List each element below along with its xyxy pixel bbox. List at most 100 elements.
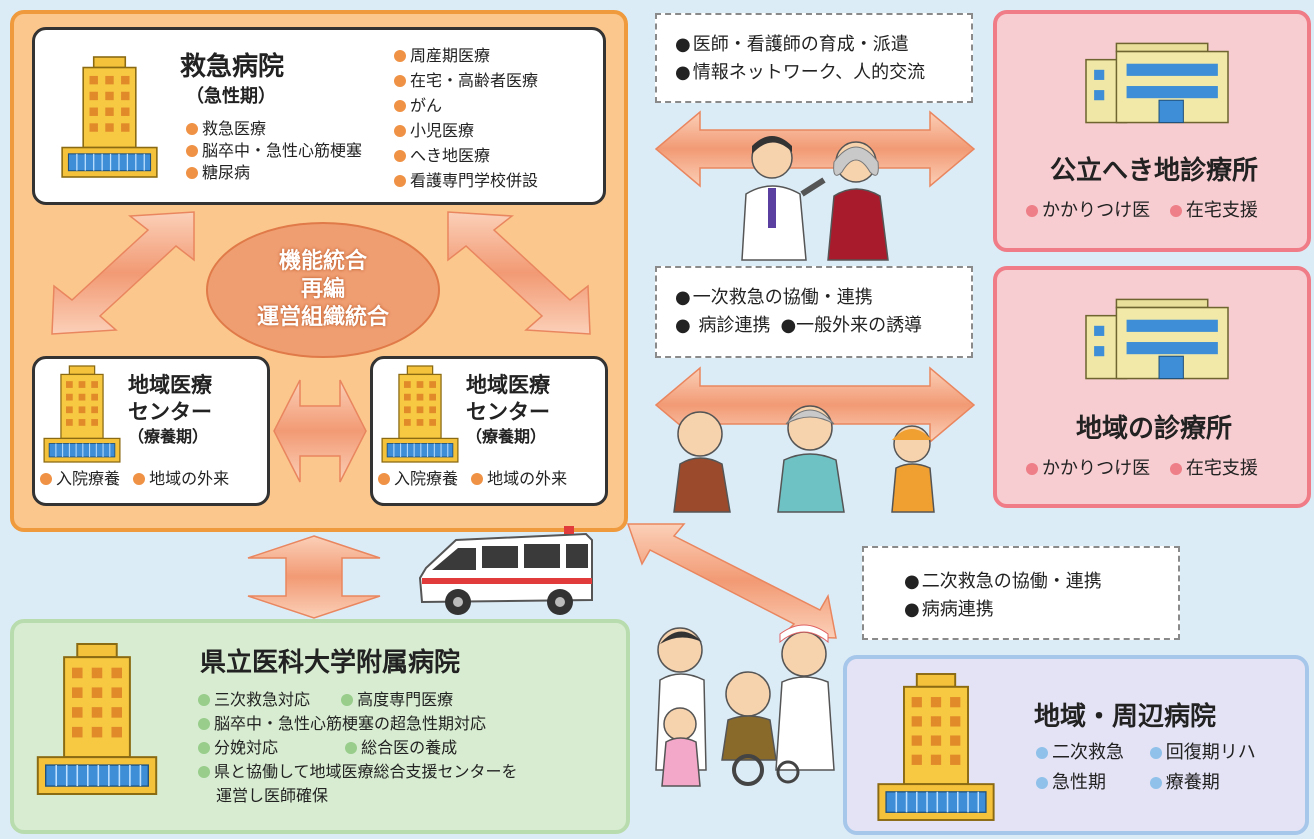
note-item: 病診連携 — [698, 315, 771, 336]
regional-center-left-tower-icon — [43, 365, 121, 463]
bullet-icon — [394, 125, 406, 137]
emergency-left-list: 救急医療 脳卒中・急性心筋梗塞 糖尿病 — [186, 118, 362, 184]
bullet-icon — [186, 145, 198, 157]
university-tower-icon — [36, 643, 158, 795]
regional-center-left-title: 地域医療 センター （療養期） — [128, 372, 212, 448]
regional-center-right-items: 入院療養 地域の外来 — [378, 468, 567, 490]
list-item: 入院療養 — [56, 469, 121, 488]
bullet-icon — [1026, 463, 1038, 475]
note-secondary-emergency: 二次救急の協働・連携 病病連携 — [862, 546, 1180, 640]
bullet-icon — [471, 473, 484, 485]
peripheral-hospital-tower-icon — [877, 673, 995, 821]
bullet-icon — [1149, 747, 1162, 759]
list-item: 県と協働して地域医療総合支援センターを — [214, 762, 518, 781]
bullet-icon — [394, 175, 406, 187]
peripheral-hospital-title: 地域・周辺病院 — [1034, 702, 1217, 732]
list-item: 小児医療 — [410, 121, 475, 140]
emergency-right-list: 周産期医療 在宅・高齢者医療 がん 小児医療 へき地医療 看護専門学校併設 — [394, 43, 538, 193]
note-line: 医師・看護師の育成・派遣 — [675, 31, 971, 59]
list-item: 二次救急 — [1052, 742, 1124, 763]
emergency-hospital-subtitle: （急性期） — [186, 86, 276, 107]
public-clinic-title: 公立へき地診療所 — [1049, 156, 1258, 186]
list-item: かかりつけ医 — [1042, 458, 1151, 479]
title-line: 地域医療 — [466, 373, 550, 397]
note-line: 病病連携 — [904, 596, 1178, 624]
elderly-people-illustration — [673, 405, 935, 513]
bullet-icon — [1169, 205, 1182, 217]
list-item: 地域の外来 — [487, 469, 568, 488]
bullet-icon — [186, 167, 198, 179]
list-item: 脳卒中・急性心筋梗塞の超急性期対応 — [214, 714, 487, 733]
bullet-icon — [1036, 747, 1048, 759]
bullet-icon — [394, 100, 406, 112]
family-illustration — [655, 624, 835, 787]
bullet-icon — [186, 123, 198, 135]
bullet-icon — [345, 742, 358, 754]
local-clinic-building-icon — [1085, 298, 1229, 380]
ellipse-line-2: 再編 — [300, 277, 345, 302]
list-item: 脳卒中・急性心筋梗塞 — [202, 141, 363, 160]
bullet-icon — [394, 150, 406, 162]
list-item: 回復期リハ — [1165, 742, 1256, 763]
bullet-icon — [198, 742, 210, 754]
list-item: がん — [410, 96, 443, 115]
regional-center-left-items: 入院療養 地域の外来 — [40, 468, 229, 490]
bullet-icon — [198, 766, 210, 778]
list-item: 周産期医療 — [410, 46, 491, 65]
list-item: 総合医の養成 — [361, 738, 458, 757]
local-clinic-items: かかりつけ医 在宅支援 — [1026, 458, 1258, 480]
note-training: 医師・看護師の育成・派遣 情報ネットワーク、人的交流 — [655, 13, 973, 103]
title-line: センター — [128, 400, 212, 424]
list-item: 地域の外来 — [149, 469, 230, 488]
note-line: 二次救急の協働・連携 — [904, 568, 1178, 596]
list-item: 看護専門学校併設 — [410, 171, 539, 190]
bullet-icon — [1036, 777, 1048, 789]
list-item: 入院療養 — [394, 469, 459, 488]
bullet-icon — [133, 473, 146, 485]
list-item: へき地医療 — [410, 146, 491, 165]
public-clinic-building-icon — [1085, 42, 1229, 124]
local-clinic-title: 地域の診療所 — [1075, 414, 1232, 444]
bullet-icon — [341, 694, 354, 706]
university-title: 県立医科大学附属病院 — [200, 648, 461, 678]
bullet-icon — [394, 75, 406, 87]
bullet-icon — [1149, 777, 1162, 789]
list-item: 在宅支援 — [1185, 458, 1258, 479]
emergency-hospital-title: 救急病院 — [180, 52, 285, 82]
list-item: 救急医療 — [202, 119, 267, 138]
bullet-icon — [1169, 463, 1182, 475]
regional-center-right-tower-icon — [381, 365, 459, 463]
university-list: 三次救急対応 高度専門医療 脳卒中・急性心筋梗塞の超急性期対応 分娩対応 総合医… — [198, 688, 518, 808]
list-item: 分娩対応 — [214, 738, 279, 757]
note-item: 一般外来の誘導 — [796, 315, 923, 336]
subtitle: （療養期） — [466, 427, 547, 446]
bullet-icon — [40, 473, 52, 485]
subtitle: （療養期） — [128, 427, 209, 446]
peripheral-hospital-list: 二次救急 回復期リハ 急性期 療養期 — [1036, 738, 1256, 798]
list-item: 三次救急対応 — [214, 690, 311, 709]
list-item: 在宅・高齢者医療 — [410, 71, 539, 90]
integration-ellipse: 機能統合 再編 運営組織統合 — [206, 222, 440, 358]
title-line: センター — [466, 400, 550, 424]
note-primary-emergency: 一次救急の協働・連携 病診連携●一般外来の誘導 — [655, 266, 973, 358]
doctor-patient-illustration — [741, 136, 889, 261]
note-line: 情報ネットワーク、人的交流 — [675, 59, 971, 87]
ellipse-line-3: 運営組織統合 — [256, 305, 389, 330]
horizontal-arrow-icon — [273, 379, 367, 483]
bullet-icon — [198, 718, 210, 730]
ellipse-line-1: 機能統合 — [278, 249, 367, 274]
public-clinic-items: かかりつけ医 在宅支援 — [1026, 200, 1258, 222]
diagonal-arrow-left-icon — [51, 211, 195, 335]
list-item: 療養期 — [1165, 772, 1220, 793]
list-item: かかりつけ医 — [1042, 200, 1151, 221]
arrow-to-peripheral-hospital-icon — [626, 523, 837, 639]
list-item-continuation: 運営し医師確保 — [216, 786, 329, 805]
list-item: 在宅支援 — [1185, 200, 1258, 221]
ambulance-icon — [418, 526, 593, 615]
bullet-icon — [1026, 205, 1038, 217]
list-item: 糖尿病 — [202, 163, 251, 182]
note-line: 一次救急の協働・連携 — [675, 284, 971, 312]
diagonal-arrow-right-icon — [447, 211, 591, 335]
list-item: 高度専門医療 — [357, 690, 454, 709]
note-line-combined: 病診連携●一般外来の誘導 — [675, 312, 971, 340]
